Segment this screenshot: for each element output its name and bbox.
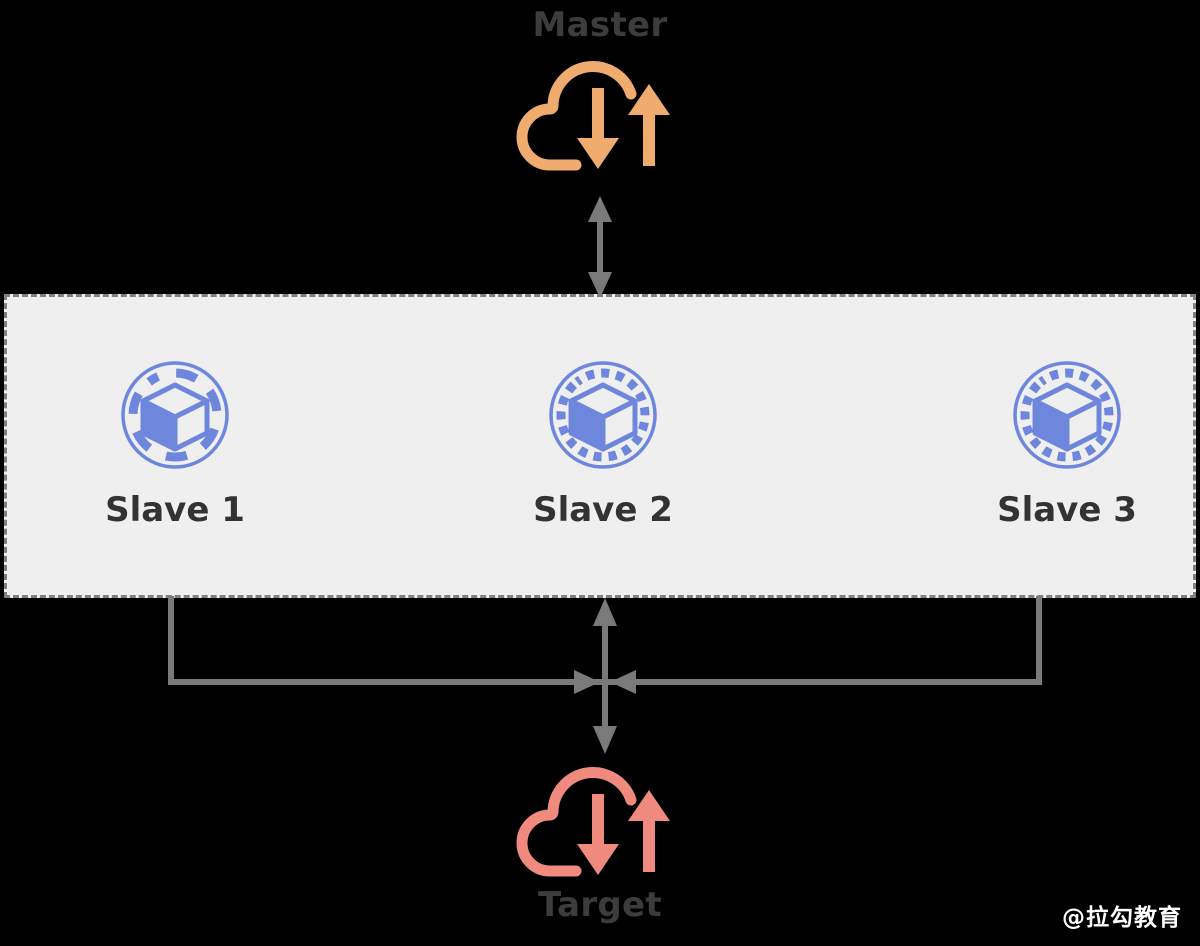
slave-node-1[interactable]: Slave 1 <box>55 359 295 527</box>
master-node: Master <box>475 8 725 198</box>
cube-node-icon <box>549 361 657 469</box>
master-icon-holder <box>475 42 725 172</box>
master-to-cluster-connector <box>578 196 622 298</box>
cube-node-icon <box>121 361 229 469</box>
slave-1-icon-holder <box>55 359 295 471</box>
slave-node-2[interactable]: Slave 2 <box>483 359 723 527</box>
cloud-sync-icon <box>516 60 670 171</box>
watermark: @拉勾教育 <box>1062 905 1182 931</box>
slave-2-icon-holder <box>483 359 723 471</box>
cube-node-icon <box>1013 361 1121 469</box>
slave-cluster-box: Slave 1 Slave 2 <box>4 294 1196 598</box>
target-icon-holder <box>475 748 725 878</box>
target-label: Target <box>538 885 662 925</box>
master-label: Master <box>532 5 668 45</box>
cluster-to-target-connector <box>160 596 1050 756</box>
cloud-sync-icon <box>516 766 670 877</box>
slave-3-icon-holder <box>947 359 1187 471</box>
slave-node-1-label: Slave 1 <box>105 490 245 530</box>
slave-node-3-label: Slave 3 <box>997 490 1137 530</box>
slave-node-3[interactable]: Slave 3 <box>947 359 1187 527</box>
slave-node-2-label: Slave 2 <box>533 490 673 530</box>
target-node: Target <box>475 748 725 928</box>
